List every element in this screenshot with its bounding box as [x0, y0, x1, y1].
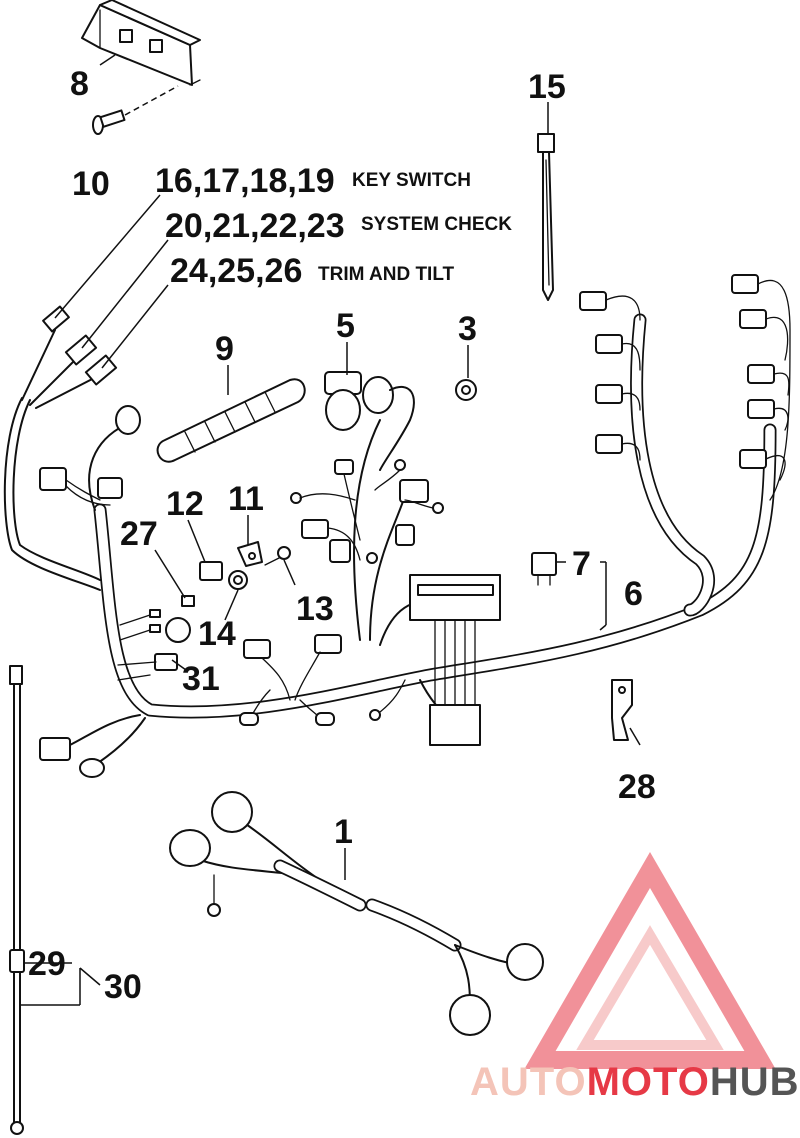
leader-lines	[20, 54, 641, 1006]
part-bracket-28	[611, 679, 633, 741]
lower-connectors	[239, 634, 406, 726]
callout-7: 7	[572, 545, 591, 583]
watermark-hub: HUB	[710, 1060, 800, 1104]
harness-6	[3, 313, 777, 721]
callout-3: 3	[458, 310, 477, 348]
left-side-parts	[39, 405, 223, 778]
central-connectors	[290, 459, 501, 746]
part-sleeve-9	[156, 378, 306, 463]
callout-8: 8	[70, 65, 89, 103]
callout-27: 27	[120, 515, 158, 553]
small-parts-11-14	[228, 541, 291, 590]
callout-9: 9	[215, 330, 234, 368]
callout-12: 12	[166, 485, 204, 523]
label-system-check: SYSTEM CHECK	[361, 214, 512, 235]
callout-5: 5	[336, 307, 355, 345]
callout-29: 29	[28, 945, 66, 983]
callout-30: 30	[104, 968, 142, 1006]
connector-group-16-26	[21, 305, 118, 409]
callout-15: 15	[528, 68, 566, 106]
watermark-logo	[524, 852, 776, 1069]
watermark-moto: MOTO	[587, 1060, 710, 1104]
part-harness-1	[169, 791, 544, 1036]
part-fuse-7	[531, 552, 557, 586]
callout-24-26: 24,25,26	[170, 252, 302, 290]
part-connector-5	[324, 371, 415, 471]
svg-text:AUTOMOTOHUB: AUTOMOTOHUB	[470, 1060, 800, 1104]
callout-labels: 8 10 15 16,17,18,19 KEY SWITCH 20,21,22,…	[28, 65, 656, 1006]
callout-20-23: 20,21,22,23	[165, 207, 345, 245]
callout-11: 11	[228, 480, 264, 518]
part-cable-tie-15	[537, 133, 555, 301]
right-connectors	[579, 274, 791, 501]
callout-1: 1	[334, 813, 353, 851]
callout-10: 10	[72, 165, 110, 203]
part-screw-10	[92, 85, 179, 135]
callout-13: 13	[296, 590, 334, 628]
callout-16-19: 16,17,18,19	[155, 162, 335, 200]
callout-31: 31	[182, 660, 220, 698]
part-grommet-3	[455, 379, 477, 401]
watermark-auto: AUTO	[470, 1060, 587, 1104]
label-trim-and-tilt: TRIM AND TILT	[318, 264, 455, 285]
callout-14: 14	[198, 615, 236, 653]
part-bracket-8	[81, 0, 201, 86]
part-cable-29-30	[9, 665, 25, 1135]
watermark-text: AUTOMOTOHUB	[470, 1060, 800, 1104]
label-key-switch: KEY SWITCH	[352, 170, 471, 191]
callout-28: 28	[618, 768, 656, 806]
callout-6: 6	[624, 575, 643, 613]
